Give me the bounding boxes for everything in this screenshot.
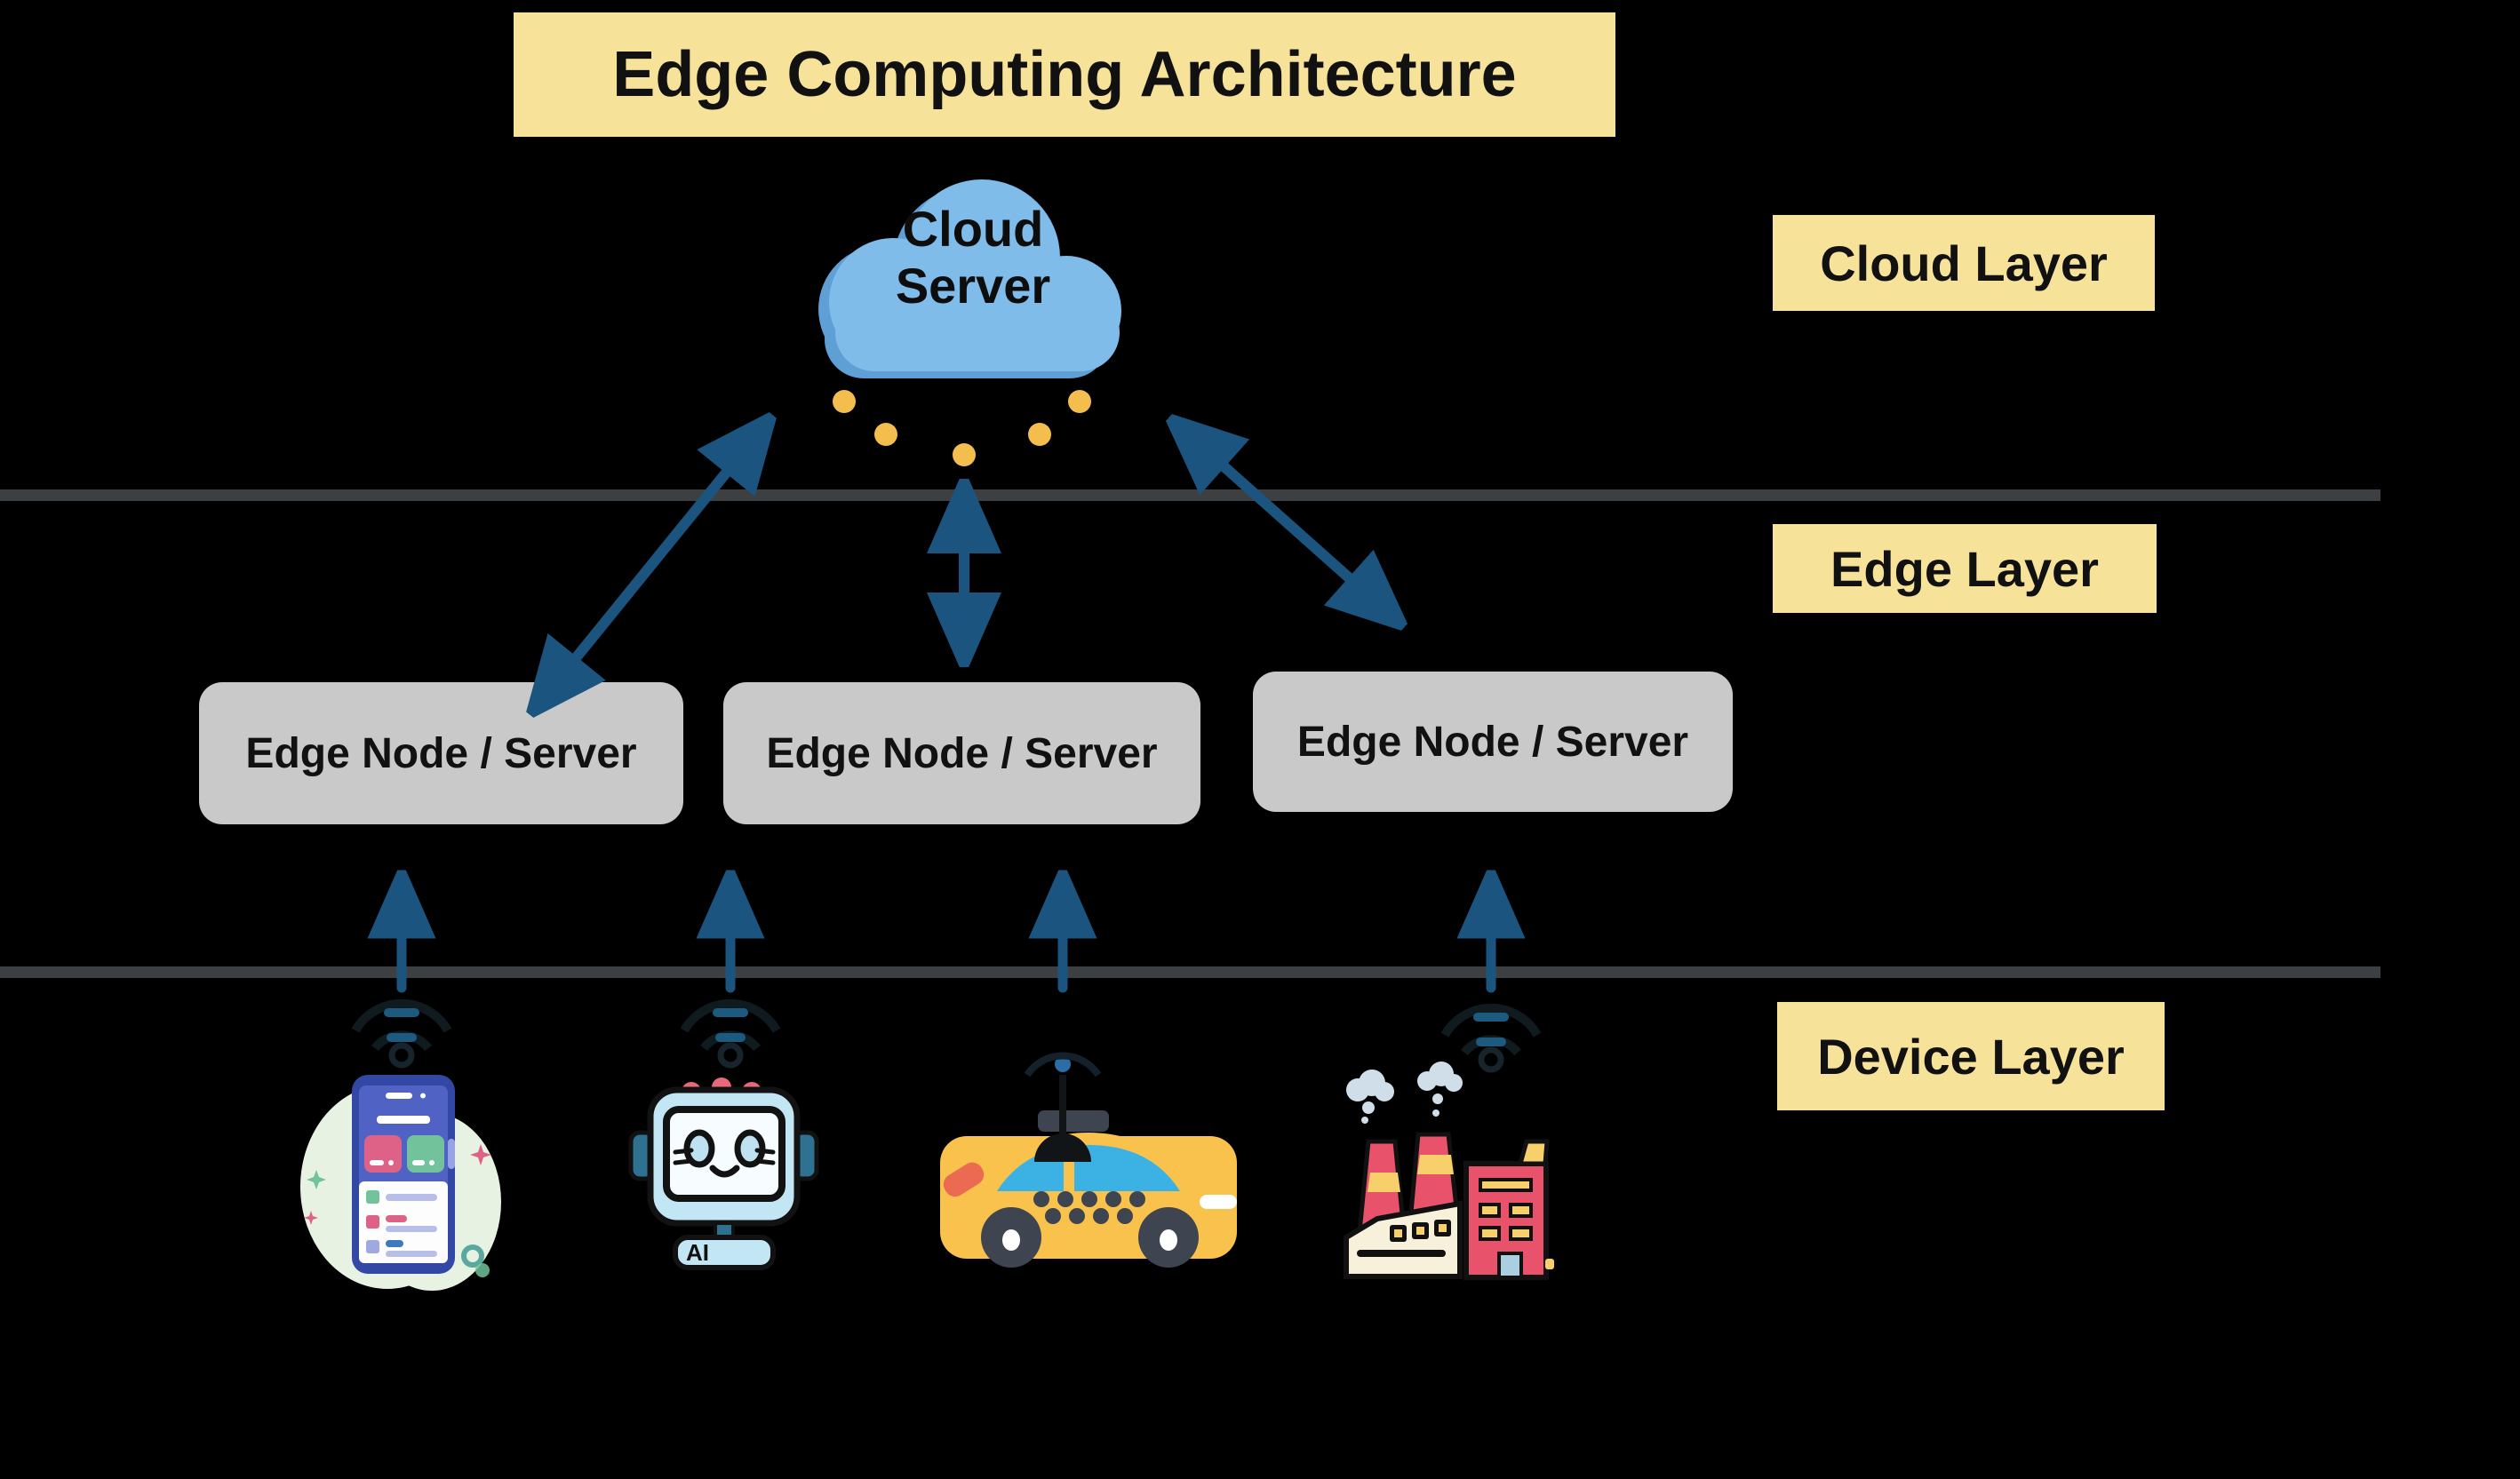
arrow-cloud-edge-right-icon	[1173, 421, 1400, 624]
page-title: Edge Computing Architecture	[612, 39, 1517, 110]
layer-label-device: Device Layer	[1777, 1002, 2165, 1110]
robot-icon: AI	[628, 1077, 819, 1270]
wifi-icon	[1440, 1003, 1542, 1073]
wifi-icon	[351, 998, 452, 1069]
layer-label-device-text: Device Layer	[1817, 1028, 2125, 1085]
title-box: Edge Computing Architecture	[514, 12, 1615, 137]
edge-node-label-2: Edge Node / Server	[766, 729, 1158, 777]
arrow-cloud-edge-left-icon	[533, 419, 770, 711]
edge-node-box-1: Edge Node / Server	[199, 682, 683, 824]
layer-divider-edge-device	[0, 966, 2380, 978]
edge-node-label-1: Edge Node / Server	[245, 729, 637, 777]
antenna-icon	[1024, 1052, 1102, 1162]
smartphone-icon	[300, 1075, 501, 1291]
wifi-icon	[680, 998, 781, 1069]
layer-label-edge: Edge Layer	[1773, 524, 2157, 613]
cloud-body	[829, 179, 1121, 371]
edge-node-label-3: Edge Node / Server	[1296, 718, 1689, 766]
edge-node-box-2: Edge Node / Server	[723, 682, 1200, 824]
layer-label-edge-text: Edge Layer	[1830, 540, 2099, 597]
cloud-icon	[818, 179, 1121, 378]
cloud-label-line1: Cloud	[902, 201, 1044, 257]
cloud-label-line2: Server	[895, 257, 1051, 314]
factory-icon	[1344, 1062, 1554, 1280]
cloud-server-label: Cloud Server	[800, 201, 1146, 314]
robot-ai-badge: AI	[686, 1239, 709, 1266]
network-dot-icons	[833, 390, 1091, 466]
layer-label-cloud: Cloud Layer	[1773, 215, 2155, 311]
edge-node-box-3: Edge Node / Server	[1253, 672, 1733, 812]
layer-label-cloud-text: Cloud Layer	[1820, 235, 2108, 291]
